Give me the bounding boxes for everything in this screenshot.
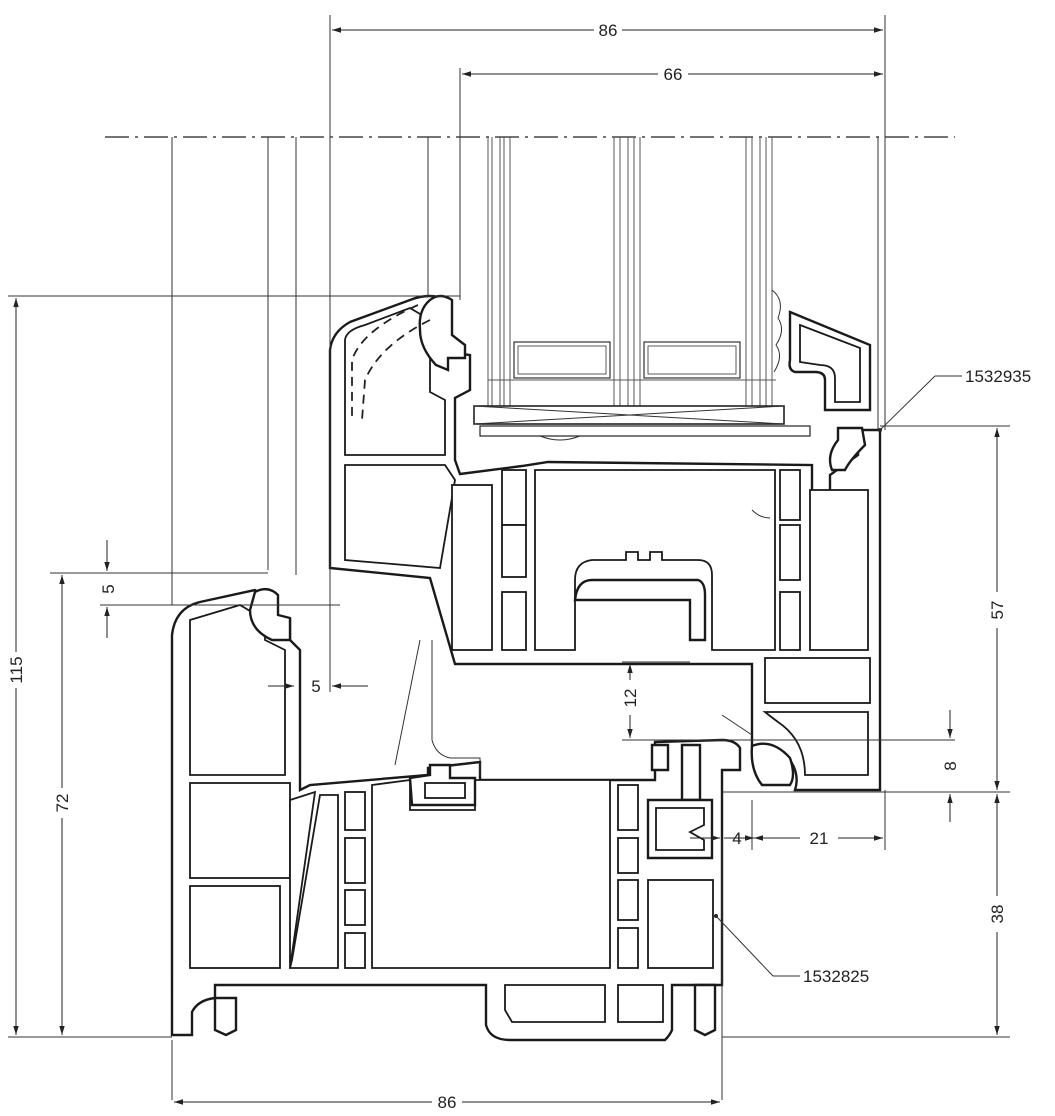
dim-gap-4: 4 — [732, 829, 741, 848]
glazing-block — [473, 405, 811, 441]
glazing-unit — [487, 137, 782, 415]
reference-lines — [171, 15, 886, 1100]
dim-frame-72: 72 — [53, 794, 72, 813]
dim-overlap-5-vertical: 5 — [99, 584, 118, 593]
dim-lower-38: 38 — [988, 905, 1007, 924]
dim-top-86: 86 — [599, 21, 618, 40]
dim-gap-8: 8 — [941, 761, 960, 770]
callout-sash-part-number: 1532935 — [965, 367, 1031, 386]
dim-upper-57: 57 — [988, 601, 1007, 620]
spacer-left — [513, 341, 611, 379]
dim-bottom-86: 86 — [438, 1093, 457, 1112]
callout-frame-part-number: 1532825 — [803, 967, 869, 986]
sash-profile — [328, 294, 882, 792]
spacer-right — [643, 341, 741, 379]
dim-chamber-12: 12 — [621, 689, 640, 708]
dim-offset-21: 21 — [810, 829, 829, 848]
dim-sash-66: 66 — [664, 65, 683, 84]
frame-profile — [170, 587, 795, 1042]
dim-height-115: 115 — [7, 656, 26, 683]
dim-overlap-5-horizontal: 5 — [311, 677, 320, 696]
